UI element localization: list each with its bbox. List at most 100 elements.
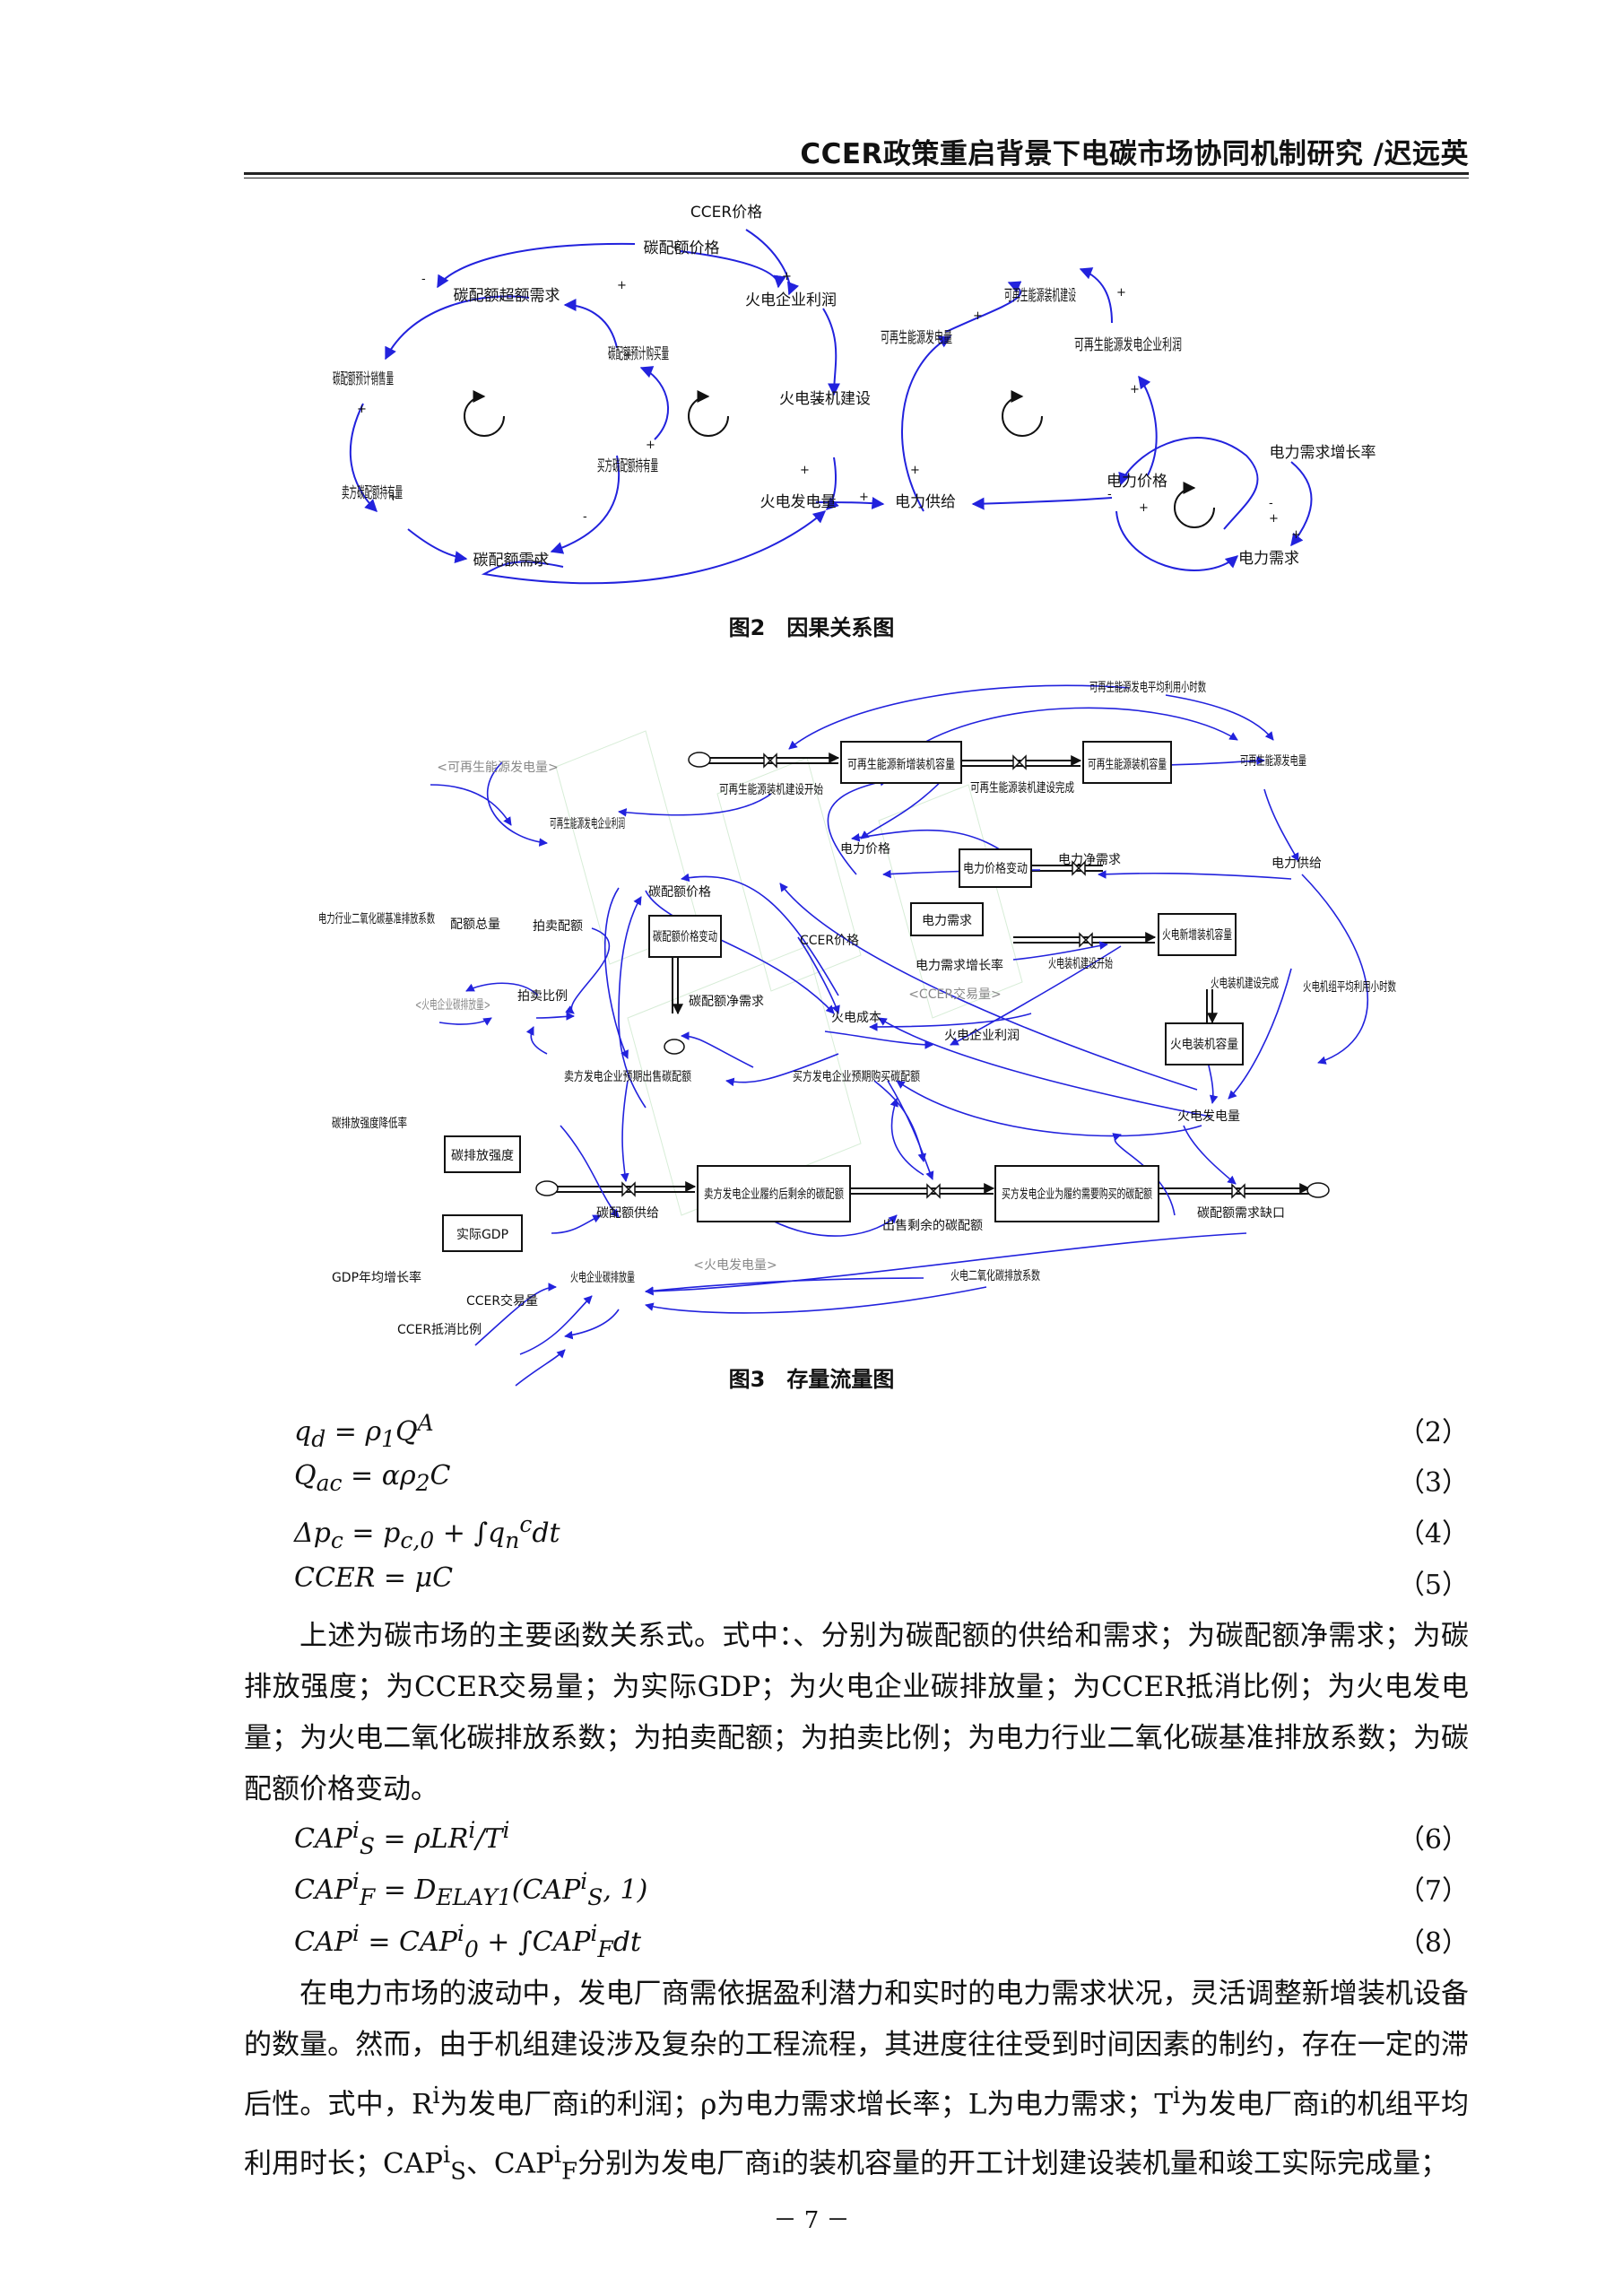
var-th-hours: 火电机组平均利用小时数 xyxy=(1303,980,1396,995)
svg-text:-: - xyxy=(538,295,542,309)
cloud-source xyxy=(688,752,711,768)
equation-expr: Qac = αρ2C xyxy=(294,1460,451,1496)
header-rule xyxy=(244,172,1469,175)
svg-text:+: + xyxy=(782,270,792,283)
var-gdp-growth: GDP年均增长率 xyxy=(332,1270,421,1285)
page-number: － 7 － xyxy=(773,2207,850,2234)
var-re-gen-ghost: <可再生能源发电量> xyxy=(437,761,558,775)
stock-gdp: 实际GDP xyxy=(456,1228,508,1242)
fig2-demand-growth: 电力需求增长率 xyxy=(1270,444,1376,462)
equation-expr: Δpc = pc,0 + ∫qncdt xyxy=(294,1511,560,1553)
svg-text:+: + xyxy=(1291,528,1301,542)
var-buyer-expect: 买方发电企业预期购买碳配额 xyxy=(793,1069,920,1084)
fig2-power-demand: 电力需求 xyxy=(1238,550,1299,568)
var-auction: 拍卖配额 xyxy=(533,919,583,934)
equation-2: qd = ρ1QA（2） xyxy=(294,1410,1469,1452)
var-emission-ghost: <火电企业碳排放量> xyxy=(415,997,490,1013)
var-re-gen: 可再生能源发电量 xyxy=(1240,754,1306,769)
svg-text:+: + xyxy=(531,555,541,569)
fig2-re-profit: 可再生能源发电企业利润 xyxy=(1074,336,1182,354)
cloud-source xyxy=(535,1180,559,1196)
var-th-build-done: 火电装机建设完成 xyxy=(1211,977,1279,991)
var-allow-price: 碳配额价格 xyxy=(648,885,711,900)
var-allow-total: 配额总量 xyxy=(450,918,500,932)
var-intensity-rate: 碳排放强度降低率 xyxy=(332,1116,407,1131)
figure3-caption: 图3 存量流量图 xyxy=(728,1367,895,1392)
equation-expr: CAPi = CAPi0 + ∫CAPiFdt xyxy=(294,1920,642,1962)
equation-number: （6） xyxy=(1397,1824,1469,1856)
fig2-prebuy: 碳配额预计购买量 xyxy=(608,345,669,363)
fig2-ccer-price: CCER价格 xyxy=(690,204,762,222)
svg-text:+: + xyxy=(814,394,824,407)
equation-number: （4） xyxy=(1397,1518,1469,1550)
stock-power-demand: 电力需求 xyxy=(922,914,972,928)
equation-8: CAPi = CAPi0 + ∫CAPiFdt （8） xyxy=(294,1920,1469,1962)
svg-text:+: + xyxy=(623,349,633,362)
var-ccer-volume: CCER交易量 xyxy=(466,1293,538,1309)
equation-6: CAPiS = ρLRi/Ti （6） xyxy=(294,1817,1469,1859)
var-baseline: 电力行业二氧化碳基准排放系数 xyxy=(318,911,435,926)
fig2-seller-hold: 卖方碳配额持有量 xyxy=(342,484,403,502)
var-th-build-start: 火电装机建设开始 xyxy=(1048,957,1113,971)
fig2-presale: 碳配额预计销售量 xyxy=(333,370,394,388)
equation-expr: CAPiF = DELAY1(CAPiS, 1) xyxy=(294,1868,648,1910)
var-re-build-start: 可再生能源装机建设开始 xyxy=(719,783,823,797)
var-gap: 碳配额需求缺口 xyxy=(1197,1206,1285,1221)
svg-text:+: + xyxy=(1139,501,1149,515)
equation-number: （7） xyxy=(1397,1875,1469,1907)
var-re-build-done: 可再生能源装机建设完成 xyxy=(970,781,1074,796)
equation-number: （8） xyxy=(1397,1927,1469,1959)
stock-allow-price-change: 碳配额价格变动 xyxy=(653,930,717,944)
fig2-allow-demand: 碳配额需求 xyxy=(473,552,550,570)
var-th-gen: 火电发电量 xyxy=(1177,1109,1240,1124)
svg-text:+: + xyxy=(357,403,367,416)
var-net-demand: 电力净需求 xyxy=(1058,853,1121,867)
fig2-buyer-hold: 买方碳配额持有量 xyxy=(597,457,658,475)
var-th-cost: 火电成本 xyxy=(831,1011,881,1025)
svg-text:+: + xyxy=(910,464,920,477)
stock-re-cap: 可再生能源装机容量 xyxy=(1088,757,1167,772)
stock-th-new: 火电新增装机容量 xyxy=(1162,927,1232,943)
var-allow-supply: 碳配额供给 xyxy=(596,1206,659,1221)
svg-text:+: + xyxy=(800,464,810,477)
fig2-allow-price: 碳配额价格 xyxy=(644,239,720,257)
svg-text:+: + xyxy=(388,491,398,504)
fig2-thermal-gen: 火电发电量 xyxy=(760,493,837,511)
figure2-caption: 图2 因果关系图 xyxy=(728,615,895,640)
fig2-thermal-profit: 火电企业利润 xyxy=(745,291,837,309)
cloud-source xyxy=(664,1039,685,1055)
fig2-re-build: 可再生能源装机建设 xyxy=(1004,287,1076,305)
var-ccer-ghost: <CCER交易量> xyxy=(908,987,1002,1002)
var-re-hours: 可再生能源发电平均利用小时数 xyxy=(1089,681,1206,695)
svg-text:-: - xyxy=(421,273,426,286)
causal-loop-diagram: ++- ++- +++ -++ +++ +++ -+- ++ CCER价格 碳配… xyxy=(333,204,1376,585)
equation-7: CAPiF = DELAY1(CAPiS, 1) （7） xyxy=(294,1868,1469,1910)
svg-text:+: + xyxy=(1116,286,1126,300)
var-co2-coef: 火电二氧化碳排放系数 xyxy=(950,1269,1040,1283)
svg-text:+: + xyxy=(859,491,869,504)
var-th-profit: 火电企业利润 xyxy=(944,1028,1020,1043)
stock-price-change: 电力价格变动 xyxy=(963,862,1028,876)
equation-4: Δpc = pc,0 + ∫qncdt （4） xyxy=(294,1511,1469,1553)
stock-seller-left: 卖方发电企业履约后剩余的碳配额 xyxy=(704,1187,844,1202)
equation-expr: CAPiS = ρLRi/Ti xyxy=(294,1817,510,1859)
cloud-sink xyxy=(1306,1182,1330,1198)
equation-number: （5） xyxy=(1397,1570,1469,1601)
var-growth: 电力需求增长率 xyxy=(916,958,1003,973)
fig2-thermal-build: 火电装机建设 xyxy=(779,390,871,408)
fig2-excess-demand: 碳配额超额需求 xyxy=(454,287,560,305)
equation-number: （3） xyxy=(1397,1467,1469,1499)
equation-5: CCER = μC （5） xyxy=(294,1562,1469,1602)
paragraph-power-market: 在电力市场的波动中，发电厂商需依据盈利潜力和实时的电力需求状况，灵活调整新增装机… xyxy=(244,1978,1469,2186)
var-auction-ratio: 拍卖比例 xyxy=(517,989,568,1004)
stock-re-new: 可再生能源新增装机容量 xyxy=(847,757,955,772)
svg-text:+: + xyxy=(617,279,627,292)
var-ccer-ratio: CCER抵消比例 xyxy=(397,1323,482,1337)
fig2-re-gen: 可再生能源发电量 xyxy=(881,329,952,347)
equation-expr: CCER = μC xyxy=(294,1562,454,1594)
equation-3: Qac = αρ2C （3） xyxy=(294,1460,1469,1500)
stock-buyer-need: 买方发电企业为履约需要购买的碳配额 xyxy=(1002,1187,1152,1202)
fig2-power-price: 电力价格 xyxy=(1107,473,1167,491)
var-seller-expect: 卖方发电企业预期出售碳配额 xyxy=(564,1069,691,1084)
fig2-power-supply: 电力供给 xyxy=(895,493,956,511)
